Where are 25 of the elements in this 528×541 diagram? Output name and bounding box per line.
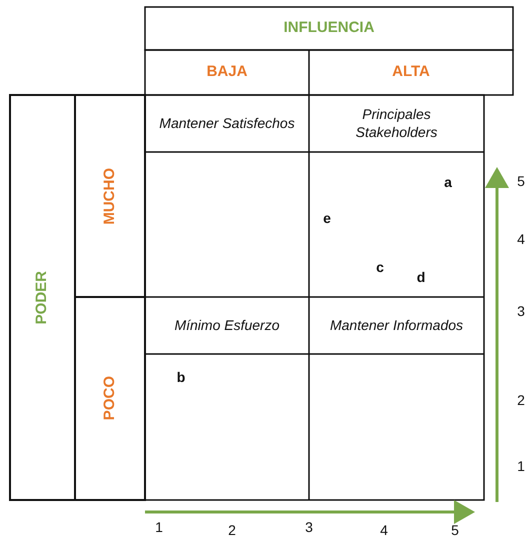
row-header: PODER [33,270,52,324]
stakeholder-label: e [323,210,331,228]
axis-tick-label: 4 [517,231,525,249]
row-header: POCO [100,376,119,421]
axis-tick-label: 2 [228,522,236,540]
stakeholder-label: b [176,369,186,387]
axis-tick-label: 3 [517,303,525,321]
row-header: MUCHO [100,168,119,224]
axis-tick-label: 5 [517,173,525,191]
axis-tick-label: 3 [305,519,313,537]
column-header: INFLUENCIA [284,19,374,38]
quadrant-title: Mantener Informados [330,316,464,334]
column-header: ALTA [392,63,430,82]
stakeholder-label: a [444,174,452,192]
axis-tick-label: 1 [517,458,525,476]
axis-tick-label: 4 [380,522,388,540]
axis-tick-label: 1 [155,519,163,537]
axis-tick-label: 5 [451,522,459,540]
axis-tick-label: 2 [517,392,525,410]
stakeholder-label: d [416,269,426,287]
quadrant-title: Mantener Satisfechos [159,114,295,132]
stakeholder-label: c [376,259,384,277]
quadrant-title: Principales Stakeholders [354,106,438,141]
quadrant-title: Mínimo Esfuerzo [174,316,280,334]
column-header: BAJA [206,63,248,82]
